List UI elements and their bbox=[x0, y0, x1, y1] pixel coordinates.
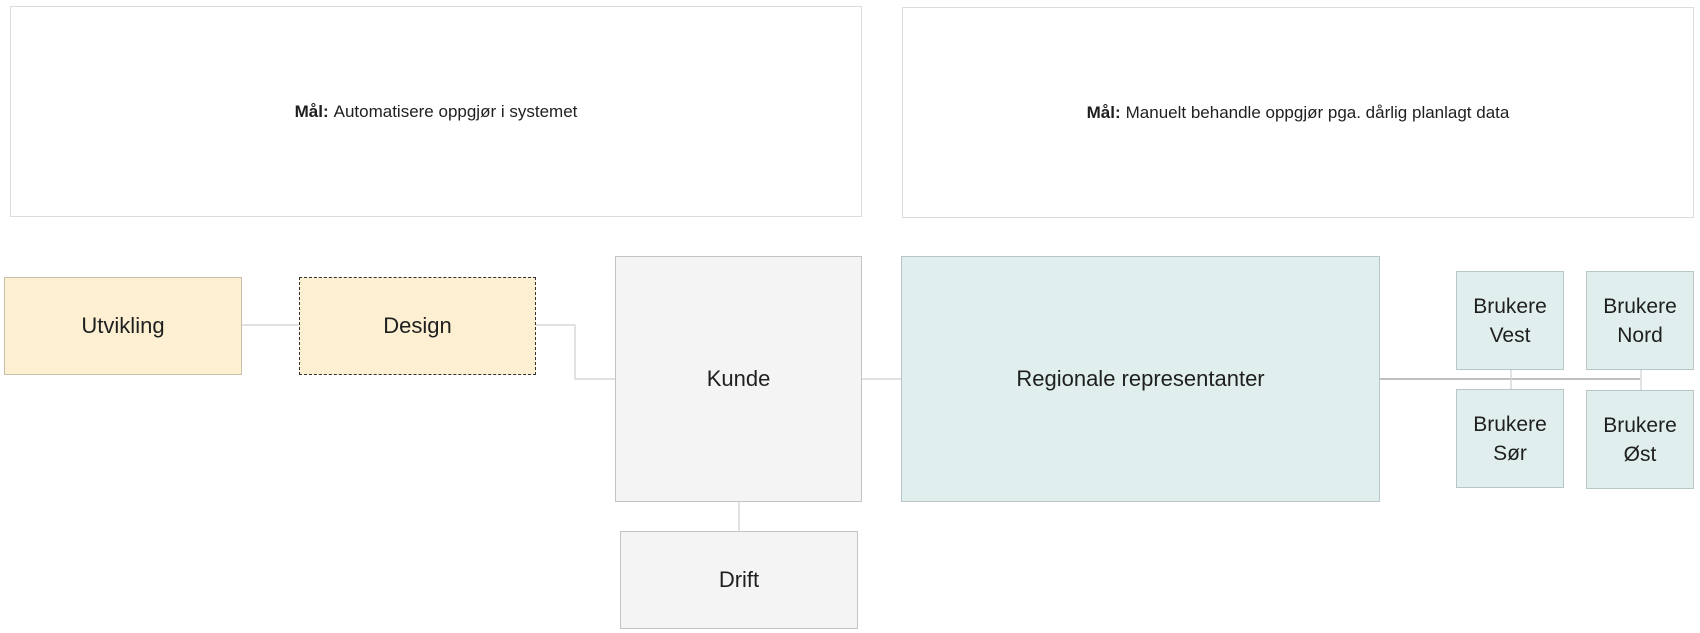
goal-label: Mål: bbox=[294, 101, 329, 121]
node-kunde[interactable]: Kunde bbox=[615, 256, 862, 502]
node-utvikling[interactable]: Utvikling bbox=[4, 277, 242, 375]
goal-text: Automatisere oppgjør i systemet bbox=[333, 101, 578, 121]
node-brukere-ost[interactable]: Brukere Øst bbox=[1586, 390, 1694, 489]
node-label-line1: Brukere bbox=[1473, 294, 1547, 318]
node-label-line2: Sør bbox=[1493, 441, 1527, 465]
node-label-line1: Brukere bbox=[1473, 412, 1547, 436]
node-label: Regionale representanter bbox=[1016, 366, 1265, 391]
goal-text: Manuelt behandle oppgjør pga. dårlig pla… bbox=[1125, 102, 1510, 122]
goal-box-right: Mål: Manuelt behandle oppgjør pga. dårli… bbox=[902, 7, 1694, 218]
node-label: Kunde bbox=[706, 366, 771, 391]
goal-label: Mål: bbox=[1086, 102, 1121, 122]
node-label: Design bbox=[383, 313, 452, 338]
node-design[interactable]: Design bbox=[299, 277, 536, 375]
link-design-kunde bbox=[536, 324, 615, 380]
node-label: Drift bbox=[718, 567, 760, 592]
node-label-line1: Brukere bbox=[1603, 294, 1677, 318]
node-drift[interactable]: Drift bbox=[620, 531, 858, 629]
node-brukere-vest[interactable]: Brukere Vest bbox=[1456, 271, 1564, 370]
node-label-line1: Brukere bbox=[1603, 413, 1677, 437]
node-brukere-sor[interactable]: Brukere Sør bbox=[1456, 389, 1564, 488]
node-regionale-representanter[interactable]: Regionale representanter bbox=[901, 256, 1380, 502]
node-label-line2: Nord bbox=[1617, 323, 1663, 347]
node-label-line2: Øst bbox=[1623, 442, 1657, 466]
node-label-line2: Vest bbox=[1489, 323, 1531, 347]
node-label: Utvikling bbox=[81, 313, 165, 338]
goal-box-left: Mål: Automatisere oppgjør i systemet bbox=[10, 6, 862, 217]
node-brukere-nord[interactable]: Brukere Nord bbox=[1586, 271, 1694, 370]
